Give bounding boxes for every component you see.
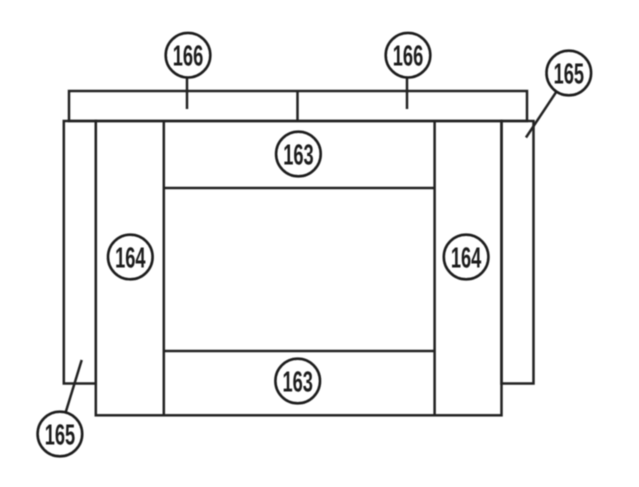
svg-text:164: 164 — [451, 242, 482, 274]
svg-text:163: 163 — [282, 366, 312, 398]
svg-text:166: 166 — [173, 41, 203, 73]
svg-text:163: 163 — [283, 139, 313, 171]
svg-text:166: 166 — [393, 41, 423, 73]
svg-text:165: 165 — [554, 58, 584, 90]
svg-text:164: 164 — [115, 242, 146, 274]
svg-text:165: 165 — [45, 419, 75, 451]
